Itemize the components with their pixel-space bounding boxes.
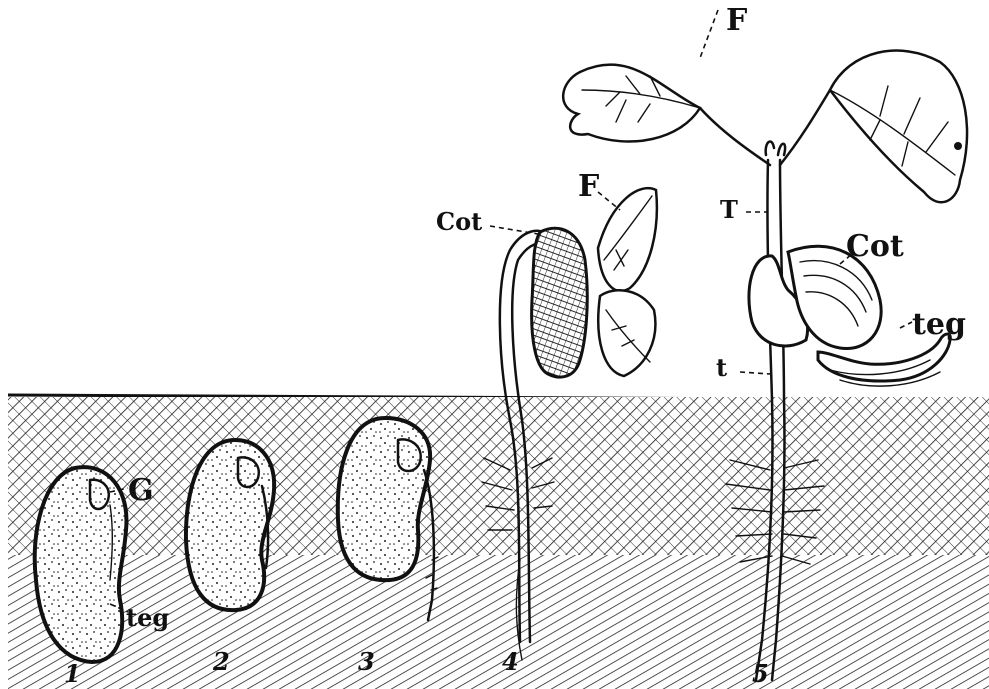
- stage-5-petiole-left: [700, 108, 770, 165]
- stage-4-leaf-upper: [598, 188, 657, 291]
- label-teg-5: teg: [912, 307, 966, 342]
- soil-upper-layer: [8, 397, 989, 557]
- soil: [8, 395, 989, 689]
- stage-5-leaf-right: [830, 51, 967, 203]
- label-T-5: T: [720, 195, 738, 224]
- stage-4-cotyledon: [532, 228, 588, 377]
- seed-1-coat: [35, 467, 127, 662]
- label-cot-4: Cot: [436, 207, 482, 236]
- stage-number-5: 5: [752, 659, 769, 688]
- seed-2-coat: [186, 440, 274, 610]
- label-F-4: F: [578, 169, 599, 204]
- label-G: G: [128, 473, 154, 508]
- stage-5-petiole-right: [780, 90, 830, 165]
- label-t-5: t: [716, 353, 727, 382]
- stage-4-leaf-lower: [598, 290, 655, 376]
- stage-number-3: 3: [358, 647, 375, 676]
- label-F-5: F: [726, 3, 747, 38]
- stage-number-1: 1: [64, 659, 81, 688]
- stage-number-4: 4: [502, 647, 519, 676]
- label-teg-1: teg: [126, 603, 169, 632]
- label-cot-5: Cot: [846, 229, 904, 264]
- stage-number-2: 2: [212, 647, 230, 676]
- seed-3-coat: [338, 418, 430, 580]
